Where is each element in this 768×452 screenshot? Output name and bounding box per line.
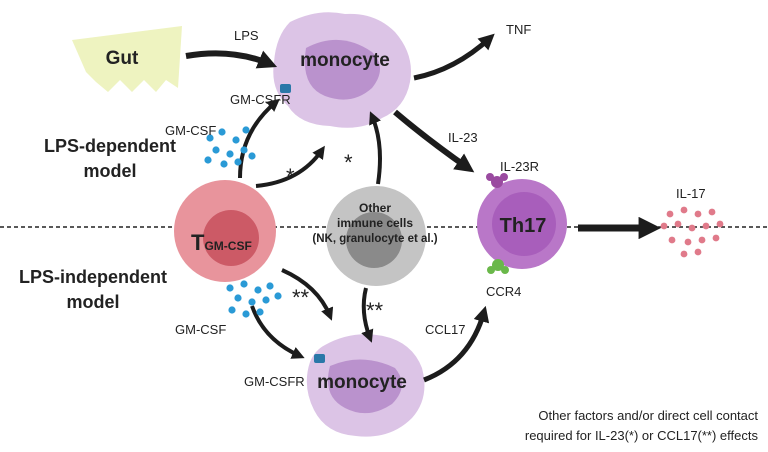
tgmcsf-label: TGM-CSF xyxy=(191,230,252,255)
gmcsf-dot-bottom xyxy=(256,308,264,316)
gut-shape xyxy=(72,26,182,92)
il17-dot xyxy=(660,222,668,230)
gmcsf-dot-top xyxy=(220,160,228,168)
lps-dependent-line1: LPS-dependent xyxy=(44,136,176,156)
gmcsf-dot-bottom xyxy=(248,298,256,306)
arrow-other-to-bottom-monocyte xyxy=(361,287,374,343)
lps-independent-line1: LPS-independent xyxy=(19,267,167,287)
il17-dot xyxy=(666,210,674,218)
gmcsf-dot-bottom xyxy=(262,296,270,304)
arrow-tgmcsf-to-top-monocyte-star xyxy=(255,145,325,188)
il17-dot xyxy=(702,222,710,230)
arrow-tgmcsf-to-bottom-monocyte xyxy=(281,268,334,321)
gmcsf-dot-top xyxy=(242,126,250,134)
footnote-line2: required for IL-23(*) or CCL17(**) effec… xyxy=(525,428,759,443)
il17-dot xyxy=(684,238,692,246)
gmcsf-dot-bottom xyxy=(240,280,248,288)
arrow-tgmcsf-to-top-monocyte-up xyxy=(238,98,280,179)
il17-dot xyxy=(716,220,724,228)
arrow-gut-to-monocyte xyxy=(185,50,278,69)
il17-dot xyxy=(708,208,716,216)
gmcsf-dot-bottom xyxy=(228,306,236,314)
tgmcsf-cell xyxy=(174,180,276,282)
th17-cell xyxy=(477,173,567,274)
il17-dot xyxy=(680,206,688,214)
il17-dot xyxy=(712,234,720,242)
th17-label: Th17 xyxy=(500,215,547,237)
gmcsf-dot-bottom xyxy=(234,294,242,302)
arrow-monocyte-to-tnf xyxy=(413,33,495,81)
lps-label: LPS xyxy=(234,28,259,43)
other-cells-line1: Other xyxy=(359,201,391,215)
other-cells-line2: immune cells xyxy=(337,216,413,230)
il17-dot xyxy=(688,224,696,232)
arrow-other-to-top-monocyte xyxy=(369,111,382,185)
monocyte-top-cell xyxy=(273,12,411,128)
other-immune-cell xyxy=(326,186,426,286)
gut-label: Gut xyxy=(106,48,139,69)
gmcsf-bottom-label: GM-CSF xyxy=(175,322,226,337)
other-cells-line3: (NK, granulocyte et al.) xyxy=(312,233,437,245)
arrow-monocyte-to-th17 xyxy=(393,109,475,173)
gmcsf-dot-top xyxy=(204,156,212,164)
il17-dot xyxy=(680,250,688,258)
il23-label: IL-23 xyxy=(448,130,478,145)
ccr4-label: CCR4 xyxy=(486,284,521,299)
lps-independent-line2: model xyxy=(66,292,119,312)
double-star-tgmcsf: ** xyxy=(292,285,310,310)
gmcsfr-top-label: GM-CSFR xyxy=(230,92,291,107)
monocyte-bottom-label: monocyte xyxy=(317,372,407,393)
gmcsfr-receptor-bottom xyxy=(314,354,325,363)
ccl17-label: CCL17 xyxy=(425,322,465,337)
il17-dot xyxy=(694,248,702,256)
il17-dot xyxy=(674,220,682,228)
il23r-label: IL-23R xyxy=(500,159,539,174)
gmcsf-dot-bottom xyxy=(254,286,262,294)
gmcsf-top-label: GM-CSF xyxy=(165,123,216,138)
double-star-other: ** xyxy=(366,298,384,323)
tnf-label: TNF xyxy=(506,22,531,37)
gmcsfr-receptor-top xyxy=(280,84,291,93)
gmcsf-dot-bottom xyxy=(242,310,250,318)
ccr4-receptor xyxy=(492,259,504,271)
monocyte-bottom-cell xyxy=(306,334,425,437)
gmcsfr-bottom-label: GM-CSFR xyxy=(244,374,305,389)
il17-dot xyxy=(698,236,706,244)
gmcsf-dot-top xyxy=(226,150,234,158)
gmcsf-dot-top xyxy=(218,128,226,136)
il17-dot xyxy=(668,236,676,244)
cytokine-dots xyxy=(204,126,724,318)
monocyte-top-label: monocyte xyxy=(300,50,390,71)
gmcsf-dot-top xyxy=(240,146,248,154)
lps-dependent-line2: model xyxy=(83,161,136,181)
gmcsf-dot-top xyxy=(206,134,214,142)
star-other: * xyxy=(344,150,353,175)
gmcsf-dot-bottom xyxy=(266,282,274,290)
il23r-receptor xyxy=(491,176,503,188)
gmcsf-dot-top xyxy=(234,158,242,166)
footnote-line1: Other factors and/or direct cell contact xyxy=(538,408,758,423)
il17-dot xyxy=(694,210,702,218)
gmcsf-dot-bottom xyxy=(226,284,234,292)
gmcsf-dot-top xyxy=(232,136,240,144)
gmcsf-dot-bottom xyxy=(274,292,282,300)
star-tgmcsf: * xyxy=(286,164,295,189)
arrow-bottom-monocyte-to-th17 xyxy=(423,305,490,383)
arrow-gmcsf-to-bottom-monocyte xyxy=(250,305,305,359)
gmcsf-dot-top xyxy=(248,152,256,160)
il17-label: IL-17 xyxy=(676,186,706,201)
gmcsf-dot-top xyxy=(212,146,220,154)
